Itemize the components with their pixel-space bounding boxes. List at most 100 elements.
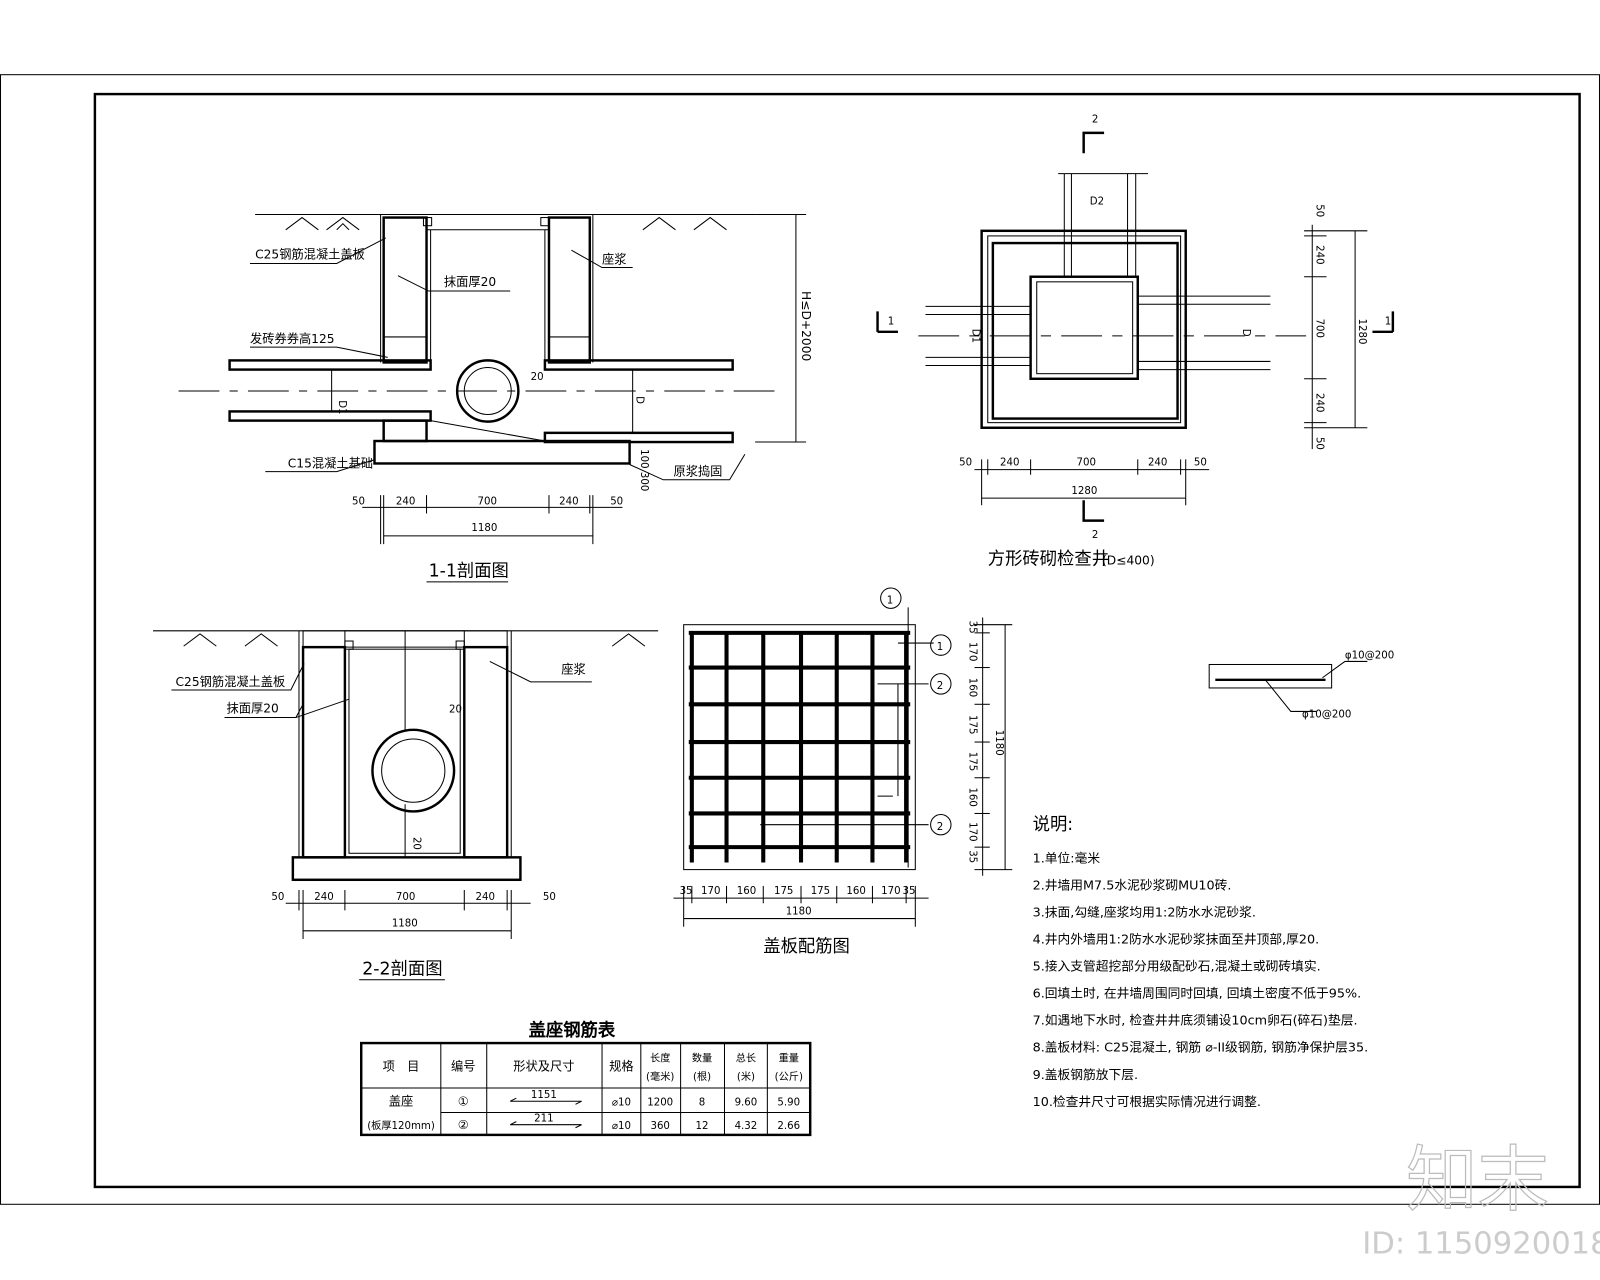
- label-d: D: [1240, 329, 1251, 337]
- dim: 240: [476, 892, 495, 903]
- dim: 35: [680, 886, 693, 897]
- label-20: 20: [449, 704, 462, 715]
- table-cell: ⌀10: [612, 1097, 631, 1108]
- outer-frame: [0, 74, 1600, 1205]
- dim: 700: [1313, 319, 1324, 338]
- dim: 240: [1313, 245, 1324, 264]
- dim-total: 1280: [1356, 319, 1367, 345]
- rebar-marker: 1: [937, 642, 943, 653]
- note-item: 9.盖板钢筋放下层.: [1033, 1067, 1138, 1083]
- table-cell: 5.90: [777, 1097, 800, 1108]
- plan-title: 方形砖砌检查井: [988, 549, 1109, 569]
- plan-view: 1 1 2 2 D2 D1 D 50 240 700 240 50 1280 5…: [876, 115, 1395, 569]
- section-1-1-title: 1-1剖面图: [429, 562, 509, 582]
- watermark-id: ID: 1150920018: [1362, 1226, 1600, 1261]
- dim: 160: [966, 678, 977, 697]
- section-mark: 1: [888, 317, 894, 328]
- dim: 50: [271, 892, 284, 903]
- section-2-2: C25钢筋混凝土盖板 抹面厚20 座浆 20 20 50 240 700 240…: [153, 630, 659, 981]
- table-cell: 形状及尺寸: [513, 1060, 574, 1074]
- label-cover: C25钢筋混凝土盖板: [255, 246, 365, 261]
- label-base: 100 300: [638, 449, 649, 491]
- label-d2: D2: [1090, 196, 1104, 207]
- section-1-1: C25钢筋混凝土盖板 抹面厚20 发砖券券高125 C15混凝土基础 座浆 原浆…: [178, 213, 813, 583]
- dim: 50: [610, 496, 623, 507]
- dim: 175: [966, 715, 977, 734]
- table-cell: 编号: [451, 1059, 475, 1074]
- dim: 170: [701, 886, 720, 897]
- label-cover: C25钢筋混凝土盖板: [176, 674, 286, 689]
- table-cell: 总长: [736, 1051, 756, 1064]
- table-cell: (公斤): [775, 1071, 803, 1083]
- dim: 240: [1000, 458, 1019, 469]
- label-plaster: 抹面厚20: [444, 275, 496, 289]
- note-item: 6.回填土时, 在井墙周围同时回填, 回填土密度不低于95%.: [1033, 986, 1362, 1002]
- label-plaster: 抹面厚20: [227, 701, 279, 715]
- dim: 240: [1148, 458, 1167, 469]
- dim: 170: [881, 886, 900, 897]
- section-mark: 2: [1092, 530, 1098, 541]
- table-cell: 4.32: [735, 1121, 758, 1132]
- dim: 35: [966, 621, 977, 634]
- dim: 700: [396, 892, 415, 903]
- label-d1: D1: [969, 329, 980, 343]
- note-item: 5.接入支管超挖部分用级配砂石,混凝土或砌砖填实.: [1033, 959, 1321, 975]
- table-cell: 重量: [779, 1051, 799, 1064]
- rebar-plan: 1 1 2 2 35 170 160 175 175 160 170 35 1180 35 17…: [673, 587, 1013, 957]
- dim-total: 1180: [471, 523, 497, 534]
- dim: 700: [478, 496, 497, 507]
- dim: 170: [966, 822, 977, 841]
- label-bottom-rebar: φ10@200: [1302, 710, 1351, 721]
- table-cell: 数量: [692, 1051, 712, 1064]
- table-cell: (板厚120mm): [367, 1119, 435, 1132]
- table-cell: 12: [696, 1121, 709, 1132]
- watermark-logo: 知末: [1406, 1138, 1549, 1221]
- label-height: H≤D+2000: [799, 291, 813, 361]
- dim: 700: [1077, 458, 1096, 469]
- rebar-marker: 1: [887, 595, 893, 606]
- dim: 175: [966, 752, 977, 771]
- label-d1: D1: [336, 400, 347, 414]
- dim: 50: [1194, 458, 1207, 469]
- section-mark: 2: [1092, 115, 1098, 126]
- dim-total: 1180: [786, 906, 812, 917]
- table-title: 盖座钢筋表: [529, 1020, 616, 1041]
- label-d: D: [634, 396, 645, 404]
- table-cell: 9.60: [735, 1097, 758, 1108]
- table-cell: 211: [534, 1114, 553, 1125]
- dim: 160: [737, 886, 756, 897]
- dim: 160: [966, 787, 977, 806]
- label-20: 20: [410, 837, 421, 850]
- dim: 35: [966, 850, 977, 863]
- dim: 175: [774, 886, 793, 897]
- plan-subtitle: (D≤400): [1102, 553, 1155, 567]
- note-item: 7.如遇地下水时, 检查井井底须铺设10cm卵石(碎石)垫层.: [1033, 1013, 1358, 1029]
- table-cell: ⌀10: [612, 1121, 631, 1132]
- dim: 50: [1313, 437, 1324, 450]
- dim: 240: [559, 496, 578, 507]
- label-20: 20: [531, 372, 544, 383]
- table-cell: 1200: [647, 1097, 673, 1108]
- dim: 50: [543, 892, 556, 903]
- rebar-marker: 2: [937, 822, 943, 833]
- note-item: 4.井内外墙用1:2防水水泥砂浆抹面至井顶部,厚20.: [1033, 932, 1320, 948]
- table-cell: 360: [650, 1121, 669, 1132]
- table-cell: ①: [458, 1094, 469, 1108]
- rebar-marker: 2: [937, 681, 943, 692]
- table-cell: (根): [693, 1070, 711, 1083]
- dim: 170: [966, 642, 977, 661]
- label-tamped: 原浆捣固: [673, 464, 722, 479]
- table-cell: 长度: [650, 1051, 670, 1064]
- label-foundation: C15混凝土基础: [288, 456, 373, 471]
- table-cell: (米): [737, 1070, 755, 1083]
- dim: 175: [811, 886, 830, 897]
- table-cell: 盖座: [389, 1093, 413, 1108]
- section-2-2-title: 2-2剖面图: [362, 960, 442, 980]
- dim-total: 1180: [392, 919, 418, 930]
- table-cell: ②: [458, 1118, 469, 1132]
- label-bedding: 座浆: [602, 251, 626, 266]
- dim: 240: [314, 892, 333, 903]
- rebar-table: 盖座钢筋表 项 目编号形状及尺寸规格长度(毫米)数量(根)总长(米)重量(公斤)…: [360, 1020, 812, 1137]
